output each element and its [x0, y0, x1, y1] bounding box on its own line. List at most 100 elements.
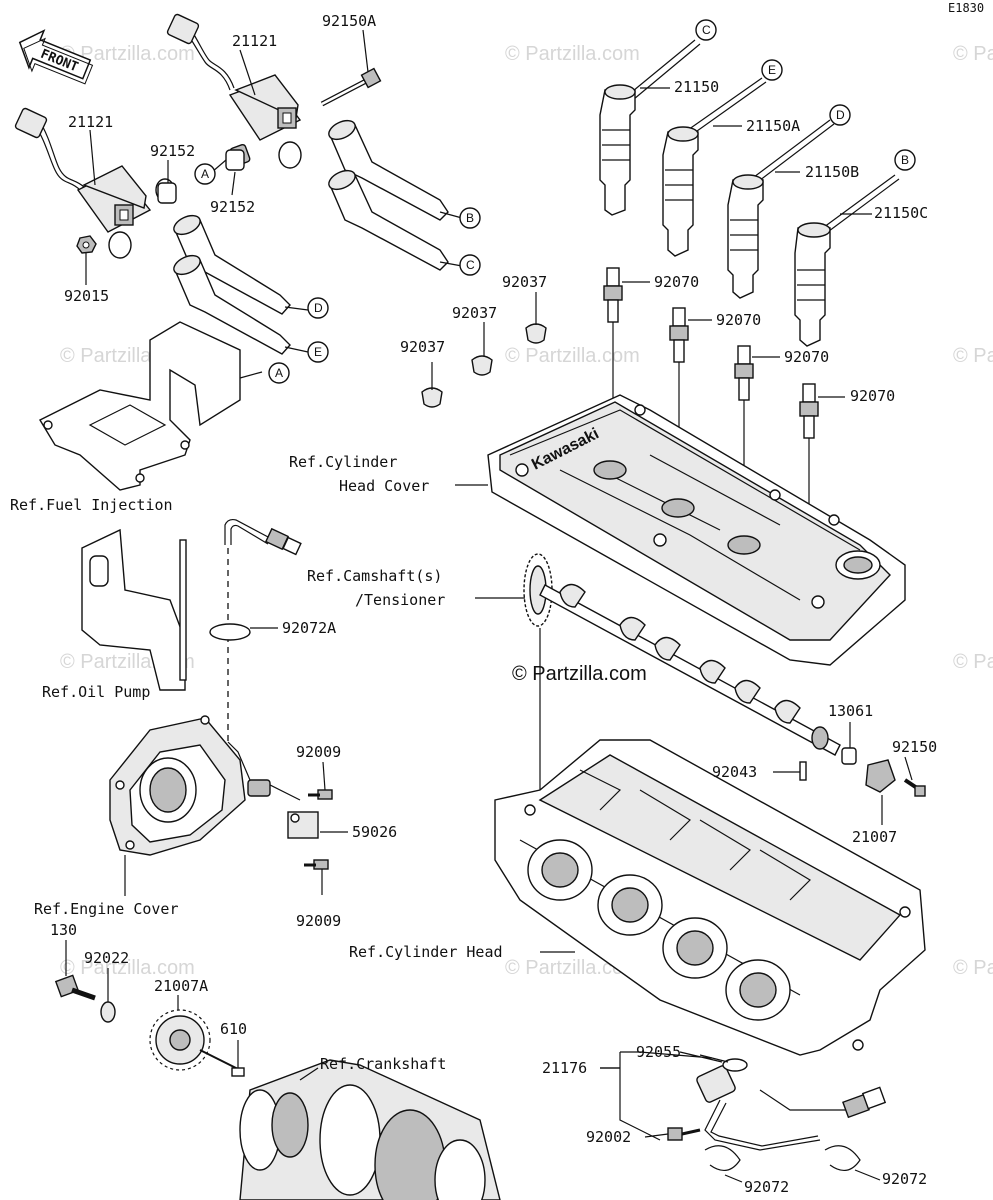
callout-a[interactable]: A: [268, 362, 290, 384]
o-ring-92055[interactable]: [722, 1058, 748, 1072]
rotor-21007[interactable]: [865, 759, 896, 793]
spark-plug-92070-b[interactable]: [669, 307, 689, 363]
ignition-lead-21150C[interactable]: [794, 174, 900, 347]
clamp-92072-a[interactable]: [704, 1145, 741, 1171]
callout-e[interactable]: E: [761, 59, 783, 81]
cylinder-head[interactable]: [494, 739, 926, 1056]
screw-92009-a[interactable]: [308, 789, 333, 800]
callout-a[interactable]: A: [194, 163, 216, 185]
plug-boot-e[interactable]: [171, 252, 309, 355]
bolt-92150-icon[interactable]: [903, 778, 926, 797]
bolt-130-icon[interactable]: [54, 974, 96, 1001]
pin-92043[interactable]: [799, 761, 807, 781]
ref-oil-pump[interactable]: Ref.Oil Pump: [42, 683, 150, 701]
ref-engine-cover[interactable]: Ref.Engine Cover: [34, 900, 179, 918]
cylinder-head-cover[interactable]: Kawasaki: [487, 394, 906, 666]
part-label-21121[interactable]: 21121: [232, 32, 277, 50]
part-label-130[interactable]: 130: [50, 921, 77, 939]
ref-crankshaft[interactable]: Ref.Crankshaft: [320, 1055, 446, 1073]
callout-d[interactable]: D: [829, 104, 851, 126]
part-label-92009[interactable]: 92009: [296, 912, 341, 930]
plug-boot-c[interactable]: [326, 167, 463, 271]
part-label-92037[interactable]: 92037: [400, 338, 445, 356]
part-label-92070[interactable]: 92070: [784, 348, 829, 366]
callout-c[interactable]: C: [459, 254, 481, 276]
part-label-13061[interactable]: 13061: [828, 702, 873, 720]
engine-cover[interactable]: [109, 715, 246, 856]
part-label-21150A[interactable]: 21150A: [746, 117, 800, 135]
bolt-13061[interactable]: [841, 747, 857, 765]
part-label-92055[interactable]: 92055: [636, 1043, 681, 1061]
svg-text:A: A: [275, 366, 283, 380]
callout-b[interactable]: B: [459, 207, 481, 229]
clamp-92037-a[interactable]: [421, 387, 443, 408]
watermark: © Partzilla.com: [953, 345, 993, 367]
part-label-92152[interactable]: 92152: [210, 198, 255, 216]
ignition-lead-21150A[interactable]: [662, 77, 767, 257]
part-label-21176[interactable]: 21176: [542, 1059, 587, 1077]
sensor-cable-top[interactable]: [224, 518, 302, 556]
part-label-92002[interactable]: 92002: [586, 1128, 631, 1146]
part-label-92150[interactable]: 92150: [892, 738, 937, 756]
spark-plug-92070-c[interactable]: [734, 345, 754, 401]
part-label-92037[interactable]: 92037: [452, 304, 497, 322]
part-label-92037[interactable]: 92037: [502, 273, 547, 291]
ignition-lead-21150B[interactable]: [727, 119, 835, 299]
ignition-coil-left[interactable]: [14, 107, 175, 259]
screw-92009-b[interactable]: [304, 859, 329, 870]
watermark-main: © Partzilla.com: [512, 663, 647, 685]
part-label-21007A[interactable]: 21007A: [154, 977, 208, 995]
spark-plug-92070-d[interactable]: [799, 383, 819, 439]
callout-d[interactable]: D: [307, 297, 329, 319]
part-label-92070[interactable]: 92070: [716, 311, 761, 329]
part-label-92152[interactable]: 92152: [150, 142, 195, 160]
clamp-92037-c[interactable]: [525, 323, 547, 344]
ref-cylinder-head[interactable]: Ref.Cylinder Head: [349, 943, 503, 961]
part-label-92043[interactable]: 92043: [712, 763, 757, 781]
part-label-92070[interactable]: 92070: [654, 273, 699, 291]
part-label-59026[interactable]: 59026: [352, 823, 397, 841]
part-label-92072A[interactable]: 92072A: [282, 619, 336, 637]
collar-92152-right[interactable]: [225, 149, 245, 171]
clamp-92072A[interactable]: [209, 623, 251, 641]
washer-92022[interactable]: [100, 1001, 116, 1023]
ref-fuel-injection[interactable]: Ref.Fuel Injection: [10, 496, 173, 514]
ref-cylinder-head-cover-line1[interactable]: Ref.Cylinder: [289, 453, 397, 471]
bracket-fuel-injection[interactable]: [39, 321, 263, 491]
watermark: © Partzilla.com: [60, 957, 195, 979]
part-label-92009[interactable]: 92009: [296, 743, 341, 761]
ref-cylinder-head-cover-line2[interactable]: Head Cover: [339, 477, 429, 495]
watermark: © Partzilla.com: [505, 957, 640, 979]
part-label-92070[interactable]: 92070: [850, 387, 895, 405]
bolt-92002-icon[interactable]: [667, 1127, 701, 1141]
callout-b[interactable]: B: [894, 149, 916, 171]
part-label-21007[interactable]: 21007: [852, 828, 897, 846]
ignition-lead-21150[interactable]: [599, 39, 701, 216]
callout-c[interactable]: C: [695, 19, 717, 41]
part-label-21150C[interactable]: 21150C: [874, 204, 928, 222]
clamp-92072-b[interactable]: [824, 1145, 861, 1171]
timing-rotor-21007A[interactable]: [149, 1009, 241, 1071]
bolt-92150A-icon[interactable]: [320, 67, 382, 107]
part-label-21150B[interactable]: 21150B: [805, 163, 859, 181]
spark-plug-92070-a[interactable]: [603, 267, 623, 323]
part-label-92072[interactable]: 92072: [882, 1170, 927, 1188]
part-label-610[interactable]: 610: [220, 1020, 247, 1038]
part-label-92150A[interactable]: 92150A: [322, 12, 376, 30]
sensor-21176[interactable]: [696, 1065, 887, 1151]
collar-92152-left[interactable]: [157, 182, 177, 204]
part-label-21121[interactable]: 21121: [68, 113, 113, 131]
crankshaft[interactable]: [239, 1059, 501, 1200]
callout-e[interactable]: E: [307, 341, 329, 363]
pin-610[interactable]: [231, 1067, 245, 1077]
ref-camshaft-line1[interactable]: Ref.Camshaft(s): [307, 567, 442, 585]
part-label-92022[interactable]: 92022: [84, 949, 129, 967]
ref-camshaft-line2[interactable]: /Tensioner: [355, 591, 445, 609]
clamp-92037-b[interactable]: [471, 355, 493, 376]
oil-pump-plate[interactable]: [81, 528, 187, 691]
part-label-21150[interactable]: 21150: [674, 78, 719, 96]
part-label-92015[interactable]: 92015: [64, 287, 109, 305]
sensor-59026[interactable]: [227, 741, 319, 839]
camshaft[interactable]: [523, 553, 841, 756]
part-label-92072[interactable]: 92072: [744, 1178, 789, 1196]
